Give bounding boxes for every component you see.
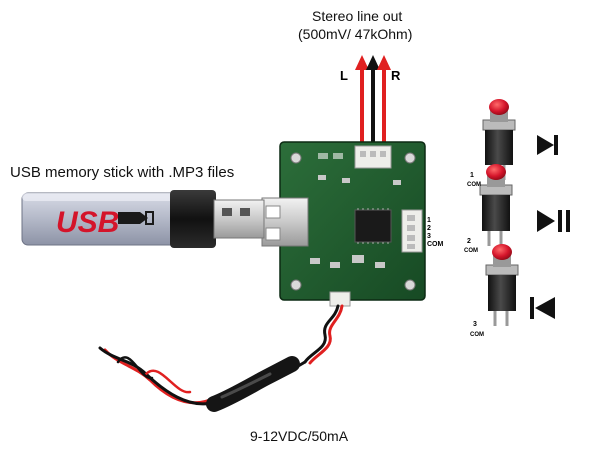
button-2-com: COM [464, 248, 478, 254]
right-channel-label: R [391, 68, 401, 83]
power-caption: 9-12VDC/50mA [250, 428, 349, 444]
button-2-pin: 2 [467, 238, 471, 245]
usb-plug-icon [118, 212, 148, 224]
previous-icon [530, 297, 555, 319]
push-button-3 [485, 244, 519, 326]
stereo-output-wires [355, 55, 391, 150]
power-cable [98, 304, 344, 412]
play-pause-icon [537, 210, 570, 232]
ground-arrow-icon [366, 55, 380, 70]
button-1-com: COM [467, 182, 481, 188]
board-pin-2: 2 [427, 225, 431, 232]
left-arrow-icon [355, 55, 369, 70]
right-arrow-icon [377, 55, 391, 70]
mp3-module-pcb [261, 141, 426, 307]
board-pin-1: 1 [427, 217, 431, 224]
button-3-com: COM [470, 332, 484, 338]
play-icon [537, 135, 558, 155]
button-3-pin: 3 [473, 321, 477, 328]
push-button-2 [479, 164, 513, 246]
usb-caption: USB memory stick with .MP3 files [10, 164, 235, 181]
board-pin-com: COM [427, 241, 444, 248]
left-channel-label: L [340, 68, 348, 83]
stereo-out-spec: (500mV/ 47kOhm) [298, 26, 413, 42]
board-pin-3: 3 [427, 233, 431, 240]
button-1-pin: 1 [470, 172, 474, 179]
usb-memory-stick: USB [21, 190, 265, 248]
stereo-out-title: Stereo line out [312, 8, 403, 24]
usb-logo-text: USB [56, 206, 119, 239]
